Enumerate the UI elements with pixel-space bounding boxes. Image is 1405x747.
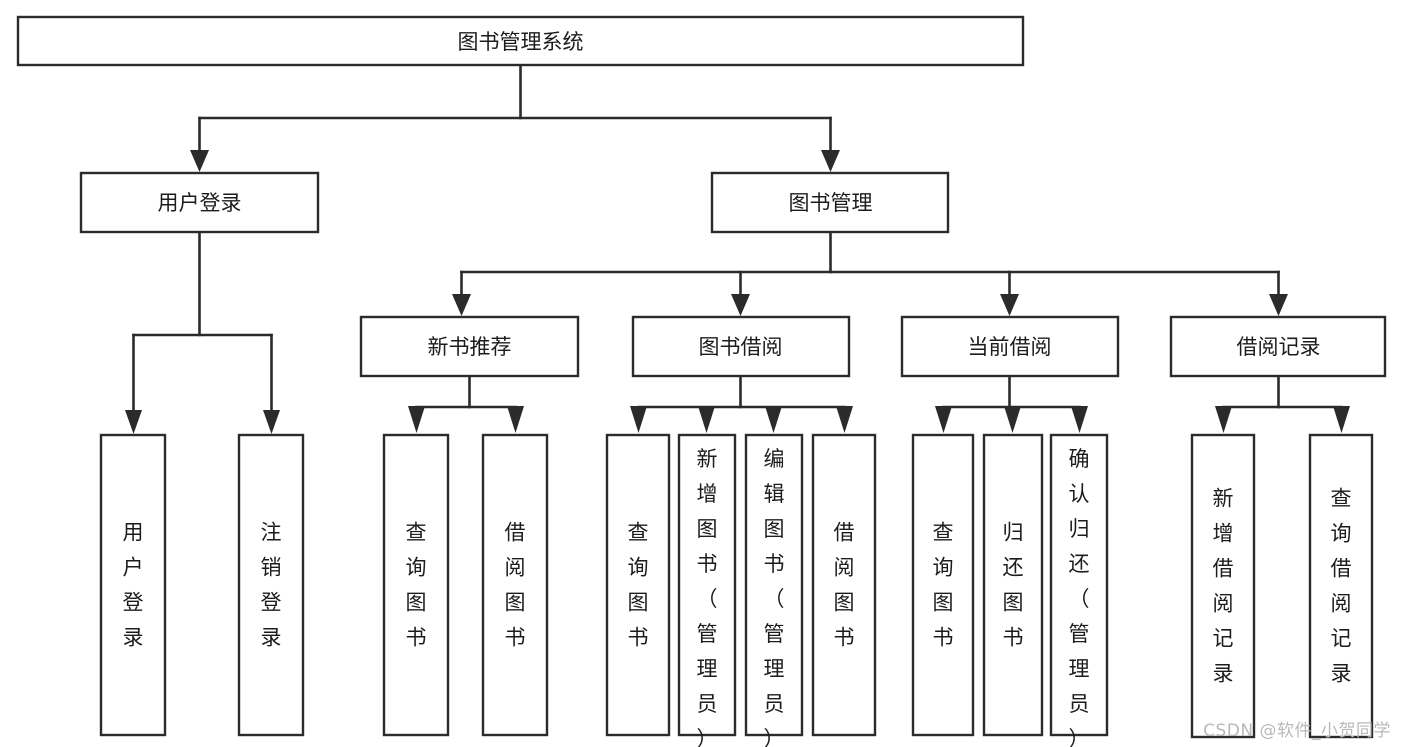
leaf-confirm-return-box[interactable] bbox=[1049, 433, 1109, 737]
leaf-query-book-2-label: 查询图书 bbox=[628, 521, 649, 650]
arrow-borrow-to-query bbox=[630, 406, 647, 433]
arrow-to-current-borrow bbox=[1000, 294, 1019, 316]
node-new-book-rec[interactable]: 新书推荐 bbox=[359, 315, 580, 378]
leaf-query-record[interactable]: 查询借阅记录 bbox=[1308, 433, 1374, 739]
arrow-root-to-user-login bbox=[190, 150, 209, 172]
arrow-new-book-to-query bbox=[408, 406, 425, 433]
leaf-confirm-return[interactable]: 确认归还（管理员） bbox=[1049, 433, 1109, 747]
leaf-user-login[interactable]: 用户登录 bbox=[99, 433, 167, 737]
leaf-add-book[interactable]: 新增图书（管理员） bbox=[677, 433, 737, 747]
leaf-borrow-book-1[interactable]: 借阅图书 bbox=[481, 433, 549, 737]
node-borrow-record-box[interactable] bbox=[1169, 315, 1387, 378]
leaf-query-book-2-box[interactable] bbox=[605, 433, 671, 737]
node-user-login[interactable]: 用户登录 bbox=[79, 171, 320, 234]
arrow-new-book-to-borrow bbox=[507, 406, 524, 433]
leaf-query-book-3-box[interactable] bbox=[911, 433, 975, 737]
leaf-user-logout-label: 注销登录 bbox=[261, 521, 282, 650]
leaf-add-record[interactable]: 新增借阅记录 bbox=[1190, 433, 1256, 739]
leaf-borrow-book-2[interactable]: 借阅图书 bbox=[811, 433, 877, 737]
leaf-return-book-label: 归还图书 bbox=[1003, 521, 1024, 650]
arrow-user-login-to-leaf1 bbox=[125, 410, 142, 434]
node-current-borrow-label: 当前借阅 bbox=[968, 335, 1052, 359]
arrow-borrow-to-borrow-book bbox=[836, 406, 853, 433]
leaf-add-book-label: 新增图书（管理员） bbox=[697, 447, 718, 747]
arrow-current-to-confirm bbox=[1071, 406, 1088, 433]
node-user-login-label: 用户登录 bbox=[158, 191, 242, 215]
arrow-user-login-to-leaf2 bbox=[263, 410, 280, 434]
node-user-login-box[interactable] bbox=[79, 171, 320, 234]
leaf-query-book-2[interactable]: 查询图书 bbox=[605, 433, 671, 737]
leaf-query-book-3-label: 查询图书 bbox=[933, 521, 954, 650]
leaf-layer: 用户登录 注销登录 查询图书 借阅图书 查询图书 新增图书（管理员） 编辑图书（管理员） 借阅… bbox=[99, 433, 1374, 747]
node-current-borrow-box[interactable] bbox=[900, 315, 1120, 378]
arrow-root-to-book-manage bbox=[821, 150, 840, 172]
arrow-current-to-return bbox=[1004, 406, 1021, 433]
node-current-borrow[interactable]: 当前借阅 bbox=[900, 315, 1120, 378]
connector-layer bbox=[125, 63, 1350, 434]
leaf-user-login-label: 用户登录 bbox=[123, 521, 144, 650]
leaf-add-book-box[interactable] bbox=[677, 433, 737, 737]
leaf-query-book-1[interactable]: 查询图书 bbox=[382, 433, 450, 737]
node-root[interactable]: 图书管理系统 bbox=[16, 15, 1025, 67]
leaf-user-logout[interactable]: 注销登录 bbox=[237, 433, 305, 737]
leaf-add-record-box[interactable] bbox=[1190, 433, 1256, 739]
node-book-manage[interactable]: 图书管理 bbox=[710, 171, 950, 234]
arrow-record-to-query bbox=[1333, 406, 1350, 433]
leaf-confirm-return-label: 确认归还（管理员） bbox=[1069, 447, 1090, 747]
leaf-return-book[interactable]: 归还图书 bbox=[982, 433, 1044, 737]
node-layer: 图书管理系统 用户登录 图书管理 新书推荐 图书借阅 当前借阅 bbox=[16, 15, 1387, 378]
arrow-current-to-query bbox=[935, 406, 952, 433]
leaf-query-book-1-label: 查询图书 bbox=[406, 521, 427, 650]
leaf-borrow-book-2-box[interactable] bbox=[811, 433, 877, 737]
node-borrow-record[interactable]: 借阅记录 bbox=[1169, 315, 1387, 378]
leaf-borrow-book-1-box[interactable] bbox=[481, 433, 549, 737]
leaf-query-record-box[interactable] bbox=[1308, 433, 1374, 739]
leaf-query-book-1-box[interactable] bbox=[382, 433, 450, 737]
node-book-borrow-box[interactable] bbox=[631, 315, 851, 378]
arrow-to-book-borrow bbox=[731, 294, 750, 316]
leaf-edit-book[interactable]: 编辑图书（管理员） bbox=[744, 433, 804, 747]
arrow-to-new-book-rec bbox=[452, 294, 471, 316]
leaf-borrow-book-2-label: 借阅图书 bbox=[834, 521, 855, 650]
node-book-manage-label: 图书管理 bbox=[789, 191, 873, 215]
node-new-book-rec-label: 新书推荐 bbox=[428, 335, 512, 359]
leaf-user-logout-box[interactable] bbox=[237, 433, 305, 737]
node-root-box[interactable] bbox=[16, 15, 1025, 67]
leaf-edit-book-box[interactable] bbox=[744, 433, 804, 737]
arrow-record-to-add bbox=[1215, 406, 1232, 433]
arrow-borrow-to-edit bbox=[765, 406, 782, 433]
node-new-book-rec-box[interactable] bbox=[359, 315, 580, 378]
leaf-borrow-book-1-label: 借阅图书 bbox=[505, 521, 526, 650]
csdn-watermark: CSDN @软件_小贺同学 bbox=[1203, 721, 1391, 741]
leaf-query-book-3[interactable]: 查询图书 bbox=[911, 433, 975, 737]
arrow-borrow-to-add bbox=[698, 406, 715, 433]
node-borrow-record-label: 借阅记录 bbox=[1237, 335, 1321, 359]
node-book-manage-box[interactable] bbox=[710, 171, 950, 234]
node-book-borrow[interactable]: 图书借阅 bbox=[631, 315, 851, 378]
node-book-borrow-label: 图书借阅 bbox=[699, 335, 783, 359]
leaf-edit-book-label: 编辑图书（管理员） bbox=[764, 447, 785, 747]
arrow-to-borrow-record bbox=[1269, 294, 1288, 316]
leaf-add-record-label: 新增借阅记录 bbox=[1213, 487, 1234, 686]
leaf-query-record-label: 查询借阅记录 bbox=[1331, 487, 1352, 686]
leaf-return-book-box[interactable] bbox=[982, 433, 1044, 737]
leaf-user-login-box[interactable] bbox=[99, 433, 167, 737]
node-root-label: 图书管理系统 bbox=[458, 30, 584, 54]
